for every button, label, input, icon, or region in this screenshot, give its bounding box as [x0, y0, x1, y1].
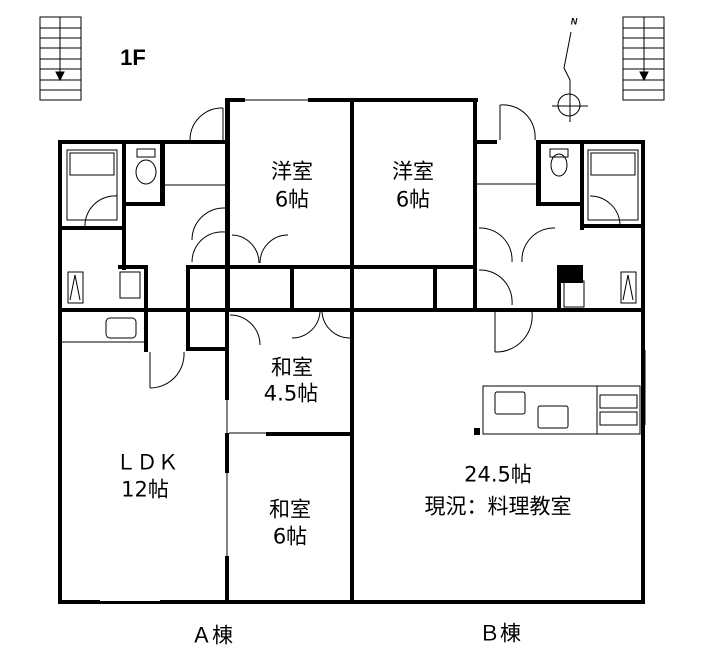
- room-b-size: 24.5帖: [464, 462, 532, 487]
- north-label: N: [570, 16, 578, 27]
- building-b-label: Ｂ棟: [479, 621, 521, 646]
- bathtub-a-icon: [66, 149, 118, 221]
- fixtures: [62, 99, 646, 601]
- washer-b-icon: [620, 271, 637, 304]
- building-a-label: Ａ棟: [191, 623, 233, 648]
- room-western-left-size: 6帖: [274, 187, 310, 212]
- room-western-right-size: 6帖: [395, 187, 431, 212]
- sink-b-icon: [563, 280, 585, 308]
- sink-a-icon: [119, 271, 141, 299]
- washer-a-icon: [67, 271, 84, 304]
- kitchen-sink-a-icon: [105, 317, 137, 339]
- toilet-a-icon: [135, 148, 157, 185]
- compass-icon: [552, 31, 588, 122]
- stairs-left-icon: [39, 16, 82, 101]
- room-ldk-name: ＬＤＫ: [115, 450, 179, 475]
- floor-label: 1F: [120, 45, 146, 70]
- room-japanese-small-size: 4.5帖: [263, 381, 319, 406]
- room-japanese-large-size: 6帖: [272, 524, 308, 549]
- walls: [58, 98, 645, 604]
- room-b-note: 現況：料理教室: [424, 494, 572, 519]
- room-japanese-small-name: 和室: [271, 355, 313, 380]
- room-western-right-name: 洋室: [392, 159, 434, 184]
- room-ldk-size: 12帖: [121, 477, 169, 502]
- stove-icon: [599, 394, 638, 409]
- room-western-left-name: 洋室: [271, 159, 313, 184]
- kitchen-island-icon: [482, 385, 641, 435]
- room-japanese-large-name: 和室: [269, 497, 311, 522]
- bathtub-b-icon: [587, 149, 639, 221]
- toilet-b-icon: [549, 148, 569, 177]
- door: [189, 107, 224, 141]
- stairs-right-icon: [622, 16, 665, 101]
